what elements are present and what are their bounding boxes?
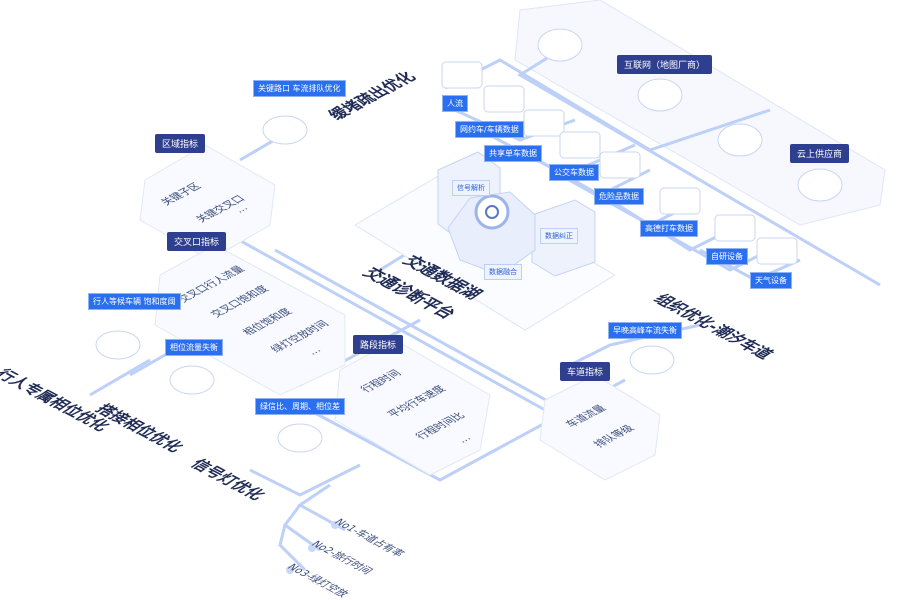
cloud-strip [514,0,886,226]
source-label: 共享单车数据 [484,145,542,162]
source-label: 网约车/车辆数据 [455,121,524,138]
center-block-2: 数据纠正 [540,228,578,244]
region-tag: 交叉口指标 [167,232,227,251]
region-tag: 路段指标 [353,335,404,354]
center-block-3: 数据融合 [484,264,522,280]
source-label: 自研设备 [706,248,748,265]
source-label: 天气设备 [750,272,792,289]
source-label: 高德打车数据 [640,220,698,237]
region-tag: 区域指标 [155,134,206,153]
cloud-tag-vendor: 云上供应商 [790,144,850,163]
region-tag: 车道指标 [560,362,611,381]
source-label: 危险品数据 [594,188,644,205]
outcome-tag: 相位流量失衡 [165,339,223,356]
outcome-tag: 关键路口 车流排队优化 [253,80,346,97]
source-label: 人流 [442,95,468,112]
outcome-tag: 早晚高峰车流失衡 [608,322,682,339]
cloud-tag-internet: 互联网（地图厂商） [617,55,713,74]
center-block-1: 信号解析 [452,180,490,196]
panel-lane [539,374,661,481]
outcome-tag: 行人等候车辆 饱和度阈 [88,293,181,310]
outcome-tag: 绿信比、周期、相位差 [255,398,345,415]
source-label: 公交车数据 [549,164,599,181]
